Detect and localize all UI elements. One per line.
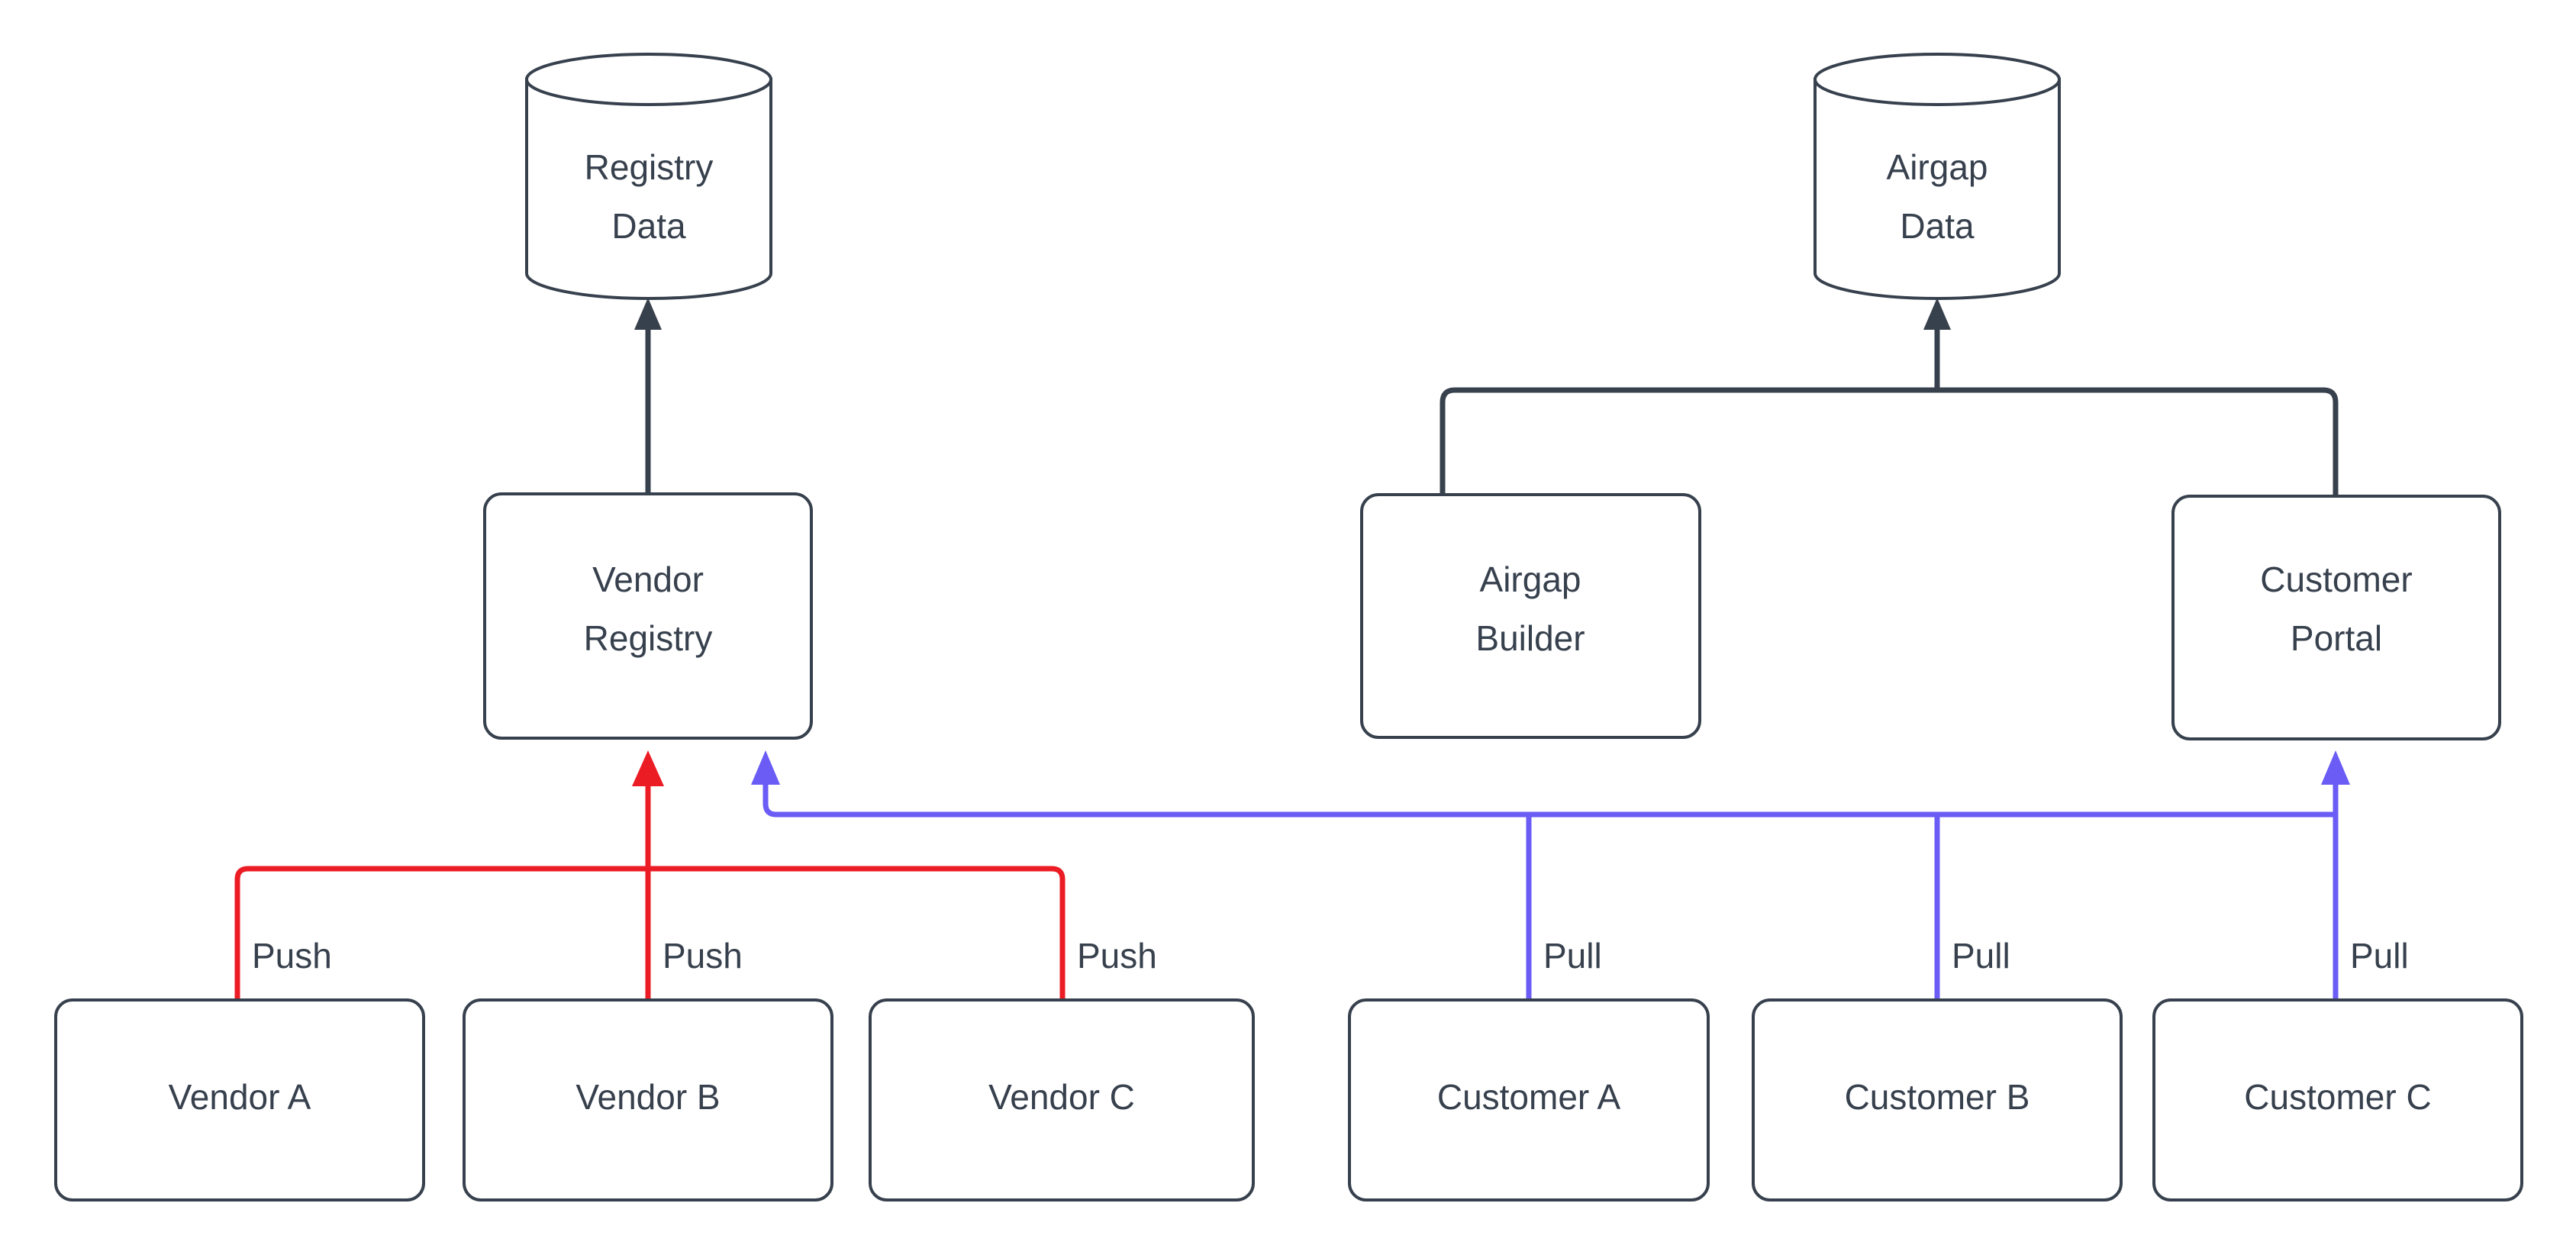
node-vendor-a[interactable]: Vendor A [54, 998, 425, 1202]
node-box [483, 492, 813, 740]
node-label: Vendor A [169, 1077, 311, 1117]
node-label: Customer C [2244, 1077, 2431, 1117]
node-label-line2: Data [1900, 206, 1975, 246]
node-label-line1: Vendor [592, 560, 704, 599]
cylinder-top-ellipse [525, 53, 772, 106]
edge-label-pull-b: Pull [1952, 936, 2010, 976]
node-label-line1: Customer [2260, 560, 2412, 599]
edge-pull-bus-line [762, 771, 2336, 818]
node-vendor-b[interactable]: Vendor B [463, 998, 833, 1202]
cylinder-top-ellipse [1814, 53, 2061, 106]
node-label: Customer B [1845, 1077, 2030, 1117]
node-box [1348, 998, 1710, 1202]
edge-airgap-tree-to-airgap-data [1440, 298, 2339, 496]
arrow-head-icon [1923, 298, 1951, 330]
edge-bus-line [1440, 387, 2339, 496]
edge-vendors-push-to-vendor-registry [234, 750, 1066, 1000]
node-label-line1: Airgap [1480, 560, 1581, 599]
node-airgap-data[interactable]: Airgap Data [1814, 53, 2061, 300]
arrow-head-icon [2321, 750, 2350, 785]
node-box [2152, 998, 2523, 1202]
edge-label-push-c: Push [1077, 936, 1157, 976]
node-customer-a[interactable]: Customer A [1348, 998, 1710, 1202]
edge-label-push-b: Push [663, 936, 743, 976]
arrow-head-icon [632, 750, 664, 786]
edge-label-push-a: Push [252, 936, 332, 976]
node-registry-data[interactable]: Registry Data [525, 53, 772, 300]
node-box [869, 998, 1255, 1202]
node-label-line2: Registry [584, 618, 713, 658]
node-box [463, 998, 833, 1202]
node-label-line1: Registry [585, 147, 714, 187]
node-label: Customer A [1437, 1077, 1621, 1117]
node-label-line2: Portal [2291, 618, 2382, 658]
node-label-line2: Data [611, 206, 686, 246]
node-box [54, 998, 425, 1202]
edge-vendor-registry-to-registry-data [634, 298, 662, 494]
edge-customers-pull [751, 750, 2350, 1000]
node-box [2171, 495, 2501, 740]
node-customer-b[interactable]: Customer B [1752, 998, 2123, 1202]
node-label: Vendor B [575, 1077, 720, 1117]
node-box [1752, 998, 2123, 1202]
arrow-head-icon [634, 298, 662, 330]
cylinder-body [525, 78, 772, 300]
edge-label-pull-a: Pull [1543, 936, 1602, 976]
cylinder-body [1814, 78, 2061, 300]
node-airgap-builder[interactable]: Airgap Builder [1360, 493, 1701, 739]
edge-label-pull-c: Pull [2350, 936, 2409, 976]
node-box [1360, 493, 1701, 739]
node-customer-c[interactable]: Customer C [2152, 998, 2523, 1202]
node-label: Vendor C [988, 1077, 1135, 1117]
node-label-line1: Airgap [1887, 147, 1988, 187]
node-vendor-c[interactable]: Vendor C [869, 998, 1255, 1202]
node-customer-portal[interactable]: Customer Portal [2171, 495, 2501, 740]
node-label-line2: Builder [1475, 618, 1585, 658]
node-vendor-registry[interactable]: Vendor Registry [483, 492, 813, 740]
arrow-head-icon [751, 750, 780, 785]
